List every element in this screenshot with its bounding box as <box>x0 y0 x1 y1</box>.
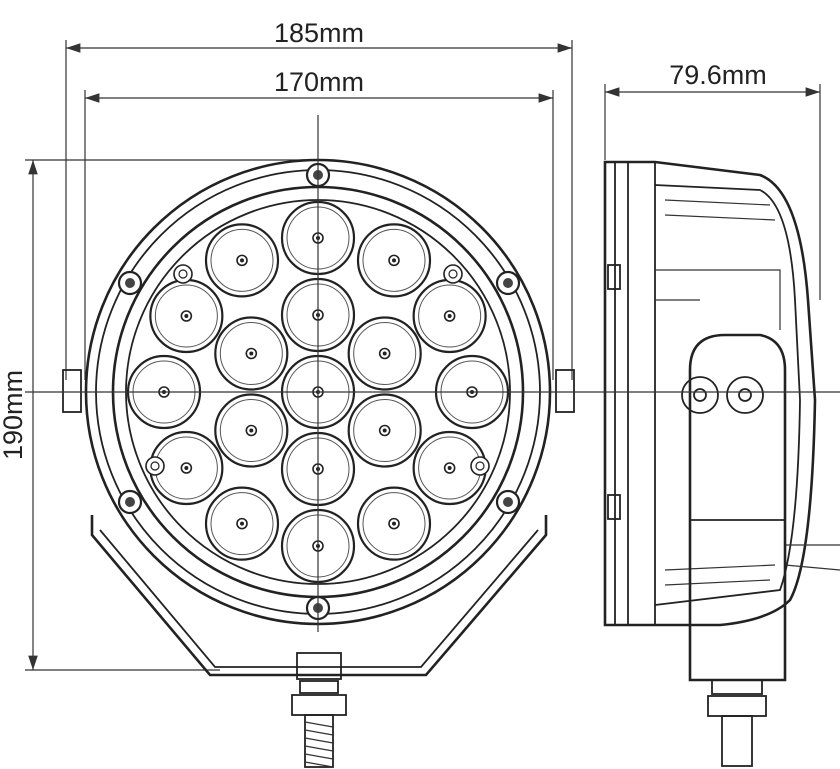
led-lens <box>214 393 289 468</box>
mount-bracket-front <box>62 369 575 677</box>
led-lens <box>204 486 280 561</box>
dimension-170: 170mm <box>84 67 554 380</box>
vent-icon <box>145 456 165 476</box>
mount-bolt-front <box>291 652 347 768</box>
dimension-label-79-6: 79.6mm <box>669 60 767 90</box>
vent-icon <box>443 264 463 284</box>
side-view <box>603 160 840 767</box>
led-lens <box>214 316 289 391</box>
led-lens <box>412 278 487 354</box>
vent-icon <box>173 264 193 284</box>
led-lens <box>347 316 422 391</box>
led-lens <box>356 486 432 561</box>
screw-icon <box>117 270 143 296</box>
dimension-label-190: 190mm <box>0 370 28 460</box>
led-lens <box>347 393 422 468</box>
screw-icon <box>495 270 521 296</box>
led-lens <box>149 278 224 354</box>
dimension-79-6: 79.6mm <box>604 60 821 300</box>
screw-icon <box>117 489 143 515</box>
led-lens <box>356 223 432 298</box>
vent-icon <box>470 456 490 476</box>
dimension-label-170: 170mm <box>274 67 364 97</box>
dimension-label-185: 185mm <box>274 18 364 48</box>
dimension-185: 185mm <box>65 18 573 380</box>
dimension-190: 190mm <box>0 159 318 671</box>
led-lens <box>412 430 487 506</box>
center-lines <box>25 115 840 632</box>
led-lens <box>204 223 280 298</box>
adjustment-knob-icon <box>681 376 764 414</box>
screw-icon <box>495 489 521 515</box>
